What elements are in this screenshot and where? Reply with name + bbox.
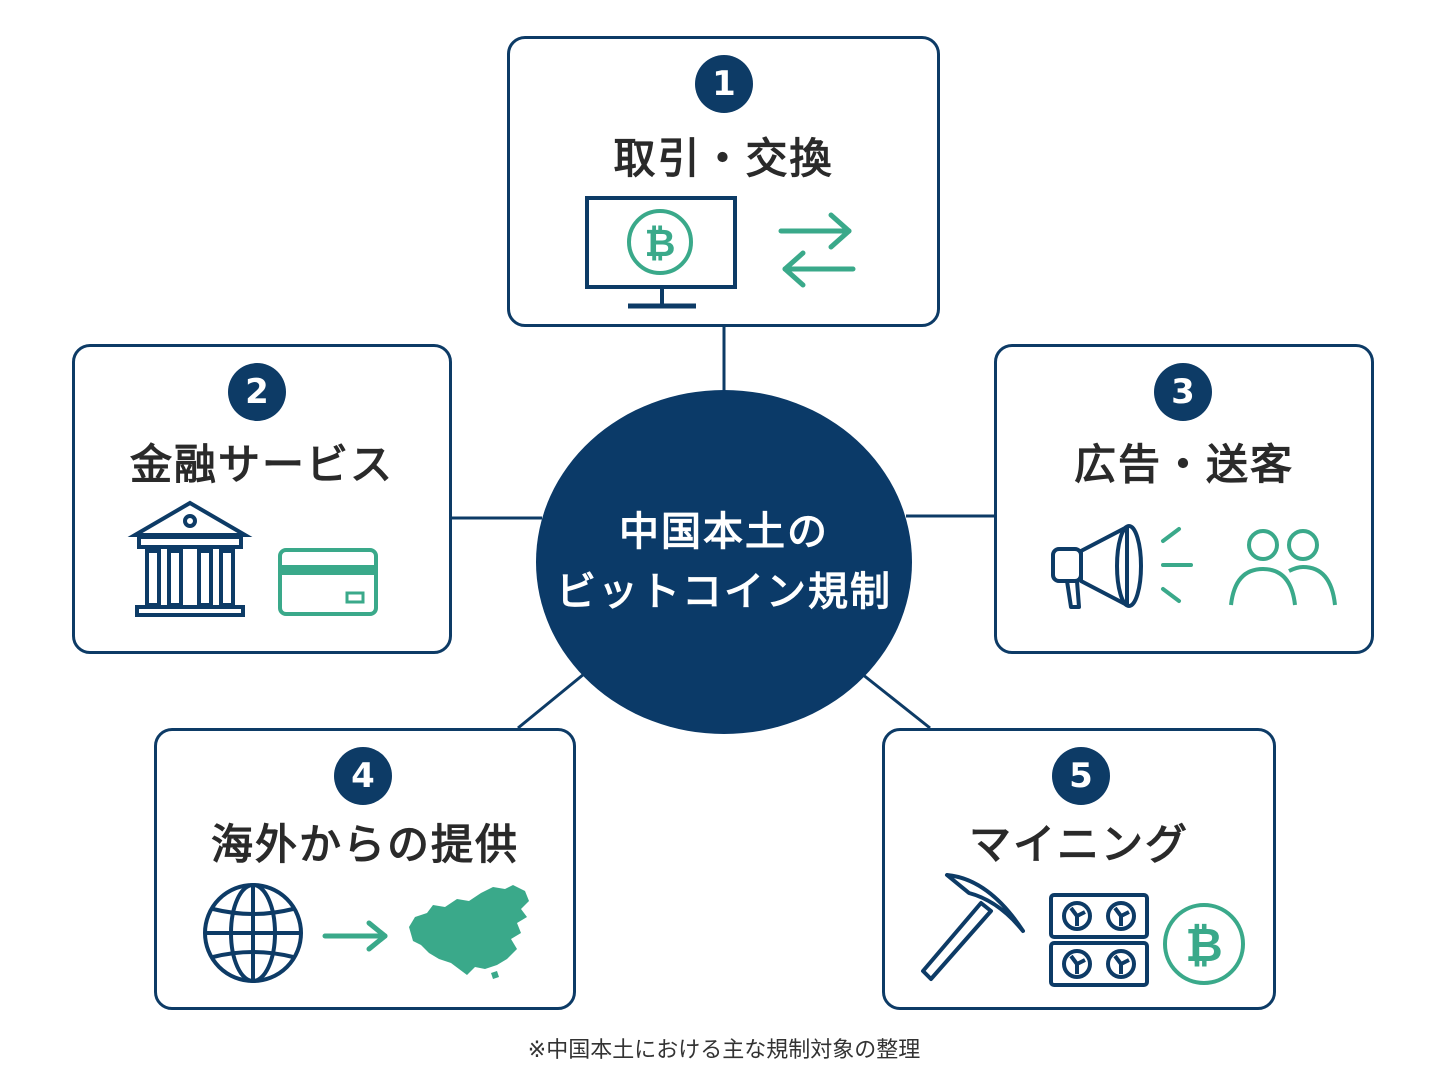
credit-card-icon [278, 548, 378, 616]
bank-building-icon [127, 500, 253, 617]
card-title: 広告・送客 [1073, 440, 1294, 489]
card-title: マイニング [968, 820, 1189, 869]
category-card-overseas-provision: 4 海外からの提供 [154, 728, 576, 1010]
hub-line-2: ビットコイン規制 [556, 569, 892, 615]
number-badge: 4 [334, 747, 392, 805]
number-badge: 3 [1154, 363, 1212, 421]
china-map-icon [409, 885, 529, 979]
exchange-arrows-icon [778, 212, 856, 288]
central-topic-circle: 中国本土の ビットコイン規制 [536, 390, 912, 734]
mining-rig-icon [1049, 893, 1149, 987]
number-badge: 2 [228, 363, 286, 421]
megaphone-icon [1051, 524, 1193, 609]
number-badge: 1 [695, 55, 753, 113]
people-icon [1229, 529, 1337, 606]
bitcoin-coin-icon: ₿ [1163, 903, 1245, 985]
svg-text:₿: ₿ [1185, 918, 1223, 972]
category-card-advertising: 3 広告・送客 [994, 344, 1374, 654]
card-title: 取引・交換 [613, 134, 834, 183]
number-badge: 5 [1052, 747, 1110, 805]
category-card-trading: 1 取引・交換 ₿ [507, 36, 940, 327]
footnote: ※中国本土における主な規制対象の整理 [527, 1038, 921, 1063]
computer-monitor-bitcoin-icon: ₿ [585, 196, 737, 309]
globe-icon [203, 883, 303, 983]
arrow-right-icon [322, 920, 388, 952]
hub-line-1: 中国本土の [619, 509, 829, 555]
svg-text:₿: ₿ [645, 221, 676, 265]
category-card-financial-services: 2 金融サービス [72, 344, 452, 654]
card-title: 金融サービス [129, 440, 394, 489]
card-title: 海外からの提供 [210, 820, 519, 869]
pickaxe-icon [921, 873, 1025, 981]
category-card-mining: 5 マイニング ₿ [882, 728, 1276, 1010]
